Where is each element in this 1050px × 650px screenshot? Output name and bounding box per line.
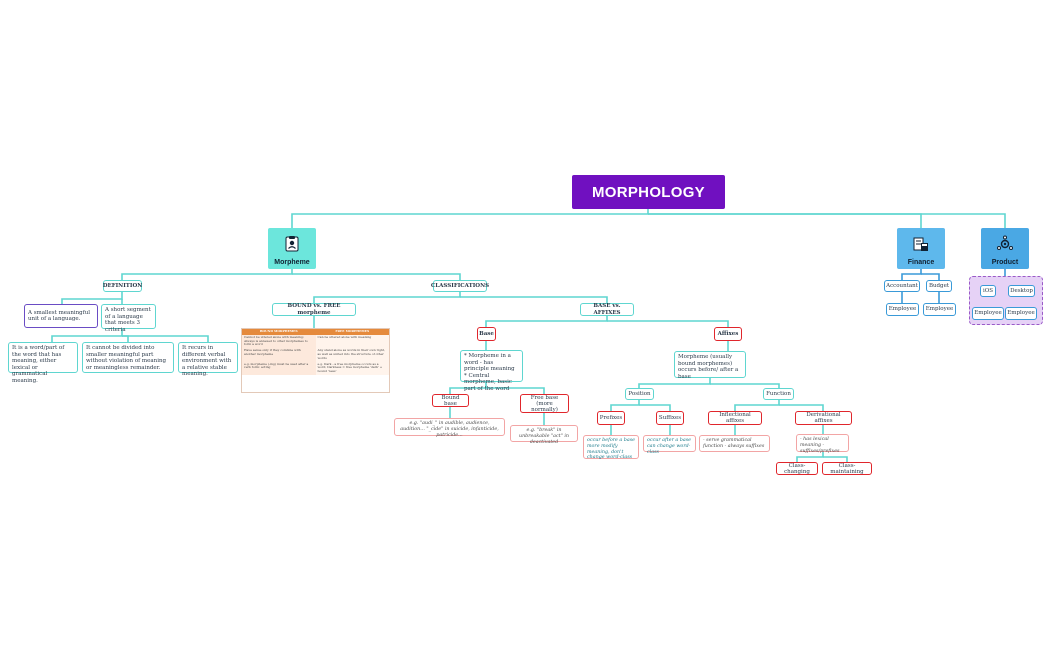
clipboard-person-icon (283, 228, 301, 259)
desktop-employee-node[interactable]: Employee (1005, 307, 1037, 320)
suffixes-note[interactable]: occur after a base can change word-class (643, 435, 696, 455)
gear-network-icon (996, 228, 1014, 259)
finance-topic[interactable]: Finance (897, 228, 945, 269)
inflectional-affixes-node[interactable]: Inflectional affixes (708, 411, 762, 425)
suffixes-node[interactable]: Suffixes (656, 411, 684, 425)
bound-free-node[interactable]: BOUND vs. FREE morpheme (272, 303, 356, 316)
desktop-node[interactable]: Desktop (1008, 285, 1035, 297)
inflectional-note[interactable]: - serve grammatical function - always su… (699, 435, 770, 452)
prefixes-node[interactable]: Prefixes (597, 411, 625, 425)
class-changing-node[interactable]: Class-changing (776, 462, 818, 475)
affixes-description-node[interactable]: Morpheme (usually bound morphemes) occur… (674, 351, 746, 380)
derivational-affixes-node[interactable]: Derivational affixes (795, 411, 852, 425)
derivational-note[interactable]: - has lexical meaning - suffixes/prefixe… (796, 434, 849, 454)
table-cell: Can be uttered alone with meaning (315, 334, 389, 349)
base-affixes-node[interactable]: BASE vs. AFFIXES (580, 303, 634, 316)
prefixes-note[interactable]: occur before a base more modify meaning,… (583, 435, 639, 460)
base-node[interactable]: Base (477, 327, 496, 341)
morpheme-topic[interactable]: Morpheme (268, 228, 316, 269)
bound-base-example[interactable]: e.g. "audi_" in audible, audience, audit… (394, 418, 505, 438)
smallest-unit-node[interactable]: A smallest meaningful unit of a language… (24, 304, 98, 328)
budget-employee-node[interactable]: Employee (923, 303, 956, 316)
table-row: e.g. morpheme (-ing) must be used after … (242, 361, 389, 375)
criterion-3-node[interactable]: It recurs in different verbal environmen… (178, 342, 238, 377)
criterion-1-node[interactable]: It is a word/part of the word that has m… (8, 342, 78, 384)
table-cell: Cannot be uttered alone with meaning; Al… (242, 334, 316, 349)
ios-employee-node[interactable]: Employee (972, 307, 1004, 320)
classifications-node[interactable]: CLASSIFICATIONS (431, 280, 489, 292)
bound-free-table: BOUND MORPHEMES FREE MORPHEMES Cannot be… (241, 328, 390, 393)
short-segment-node[interactable]: A short segment of a language that meets… (101, 304, 156, 333)
criterion-2-node[interactable]: It cannot be divided into smaller meanin… (82, 342, 174, 373)
table-cell: Have sense only if they combine with ano… (242, 348, 316, 362)
accountant-node[interactable]: Accountant (884, 280, 920, 292)
table-cell: e.g. Dark - a free morpheme occurs as a … (315, 361, 389, 375)
root-topic[interactable]: MORPHOLOGY (572, 175, 725, 209)
free-base-node[interactable]: Free base (more normally) (520, 394, 569, 413)
calculator-document-icon (912, 228, 930, 259)
product-label: Product (991, 259, 1019, 266)
budget-node[interactable]: Budget (926, 280, 952, 292)
table-cell: Any stand alone as words in their own ri… (315, 348, 389, 362)
position-node[interactable]: Position (625, 388, 654, 400)
table-cell: e.g. morpheme (-ing) must be used after … (242, 361, 316, 375)
base-description-node[interactable]: * Morpheme in a word - has principle mea… (460, 350, 523, 392)
morpheme-label: Morpheme (274, 259, 310, 266)
table-header-bound: BOUND MORPHEMES (259, 329, 298, 333)
product-topic[interactable]: Product (981, 228, 1029, 269)
finance-employee-node[interactable]: Employee (886, 303, 919, 316)
bound-base-node[interactable]: Bound base (432, 394, 469, 407)
affixes-node[interactable]: Affixes (714, 327, 742, 341)
table-row: Have sense only if they combine with ano… (242, 348, 389, 362)
table-row: Cannot be uttered alone with meaning; Al… (242, 334, 389, 349)
function-node[interactable]: Function (763, 388, 794, 400)
class-maintaining-node[interactable]: Class-maintaining (822, 462, 872, 475)
table-header-free: FREE MORPHEMES (335, 329, 370, 333)
definition-node[interactable]: DEFINITION (103, 280, 142, 292)
free-base-example[interactable]: e.g. "break" in unbreakable "act" in dea… (510, 425, 578, 445)
ios-node[interactable]: iOS (980, 285, 996, 297)
finance-label: Finance (907, 259, 935, 266)
